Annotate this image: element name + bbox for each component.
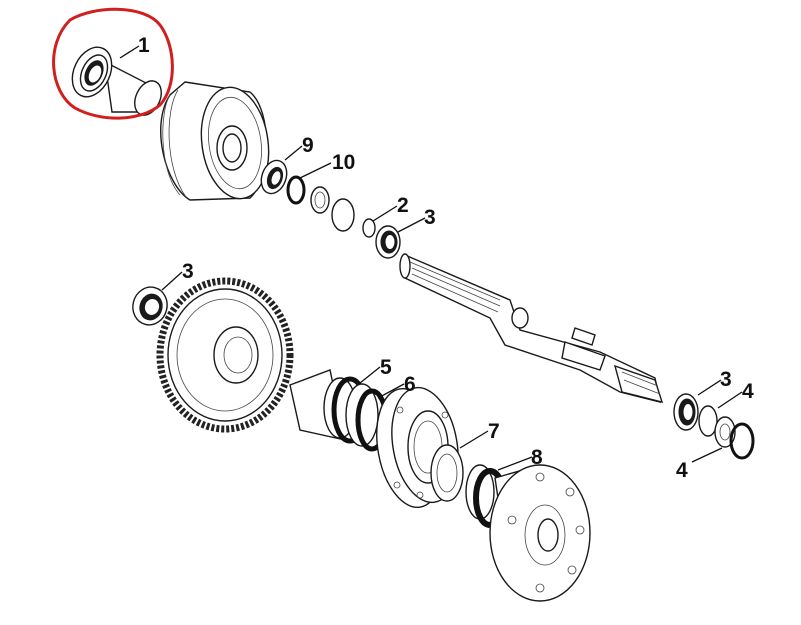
part-4-snap-ring <box>729 422 755 460</box>
part-3-bearing-right <box>673 393 699 431</box>
splined-shaft <box>399 253 664 403</box>
callout-10: 10 <box>332 151 355 174</box>
drum-housing <box>160 81 270 201</box>
part-5-part-6-hub-bearing <box>289 369 389 452</box>
part-9-bearing <box>260 159 288 195</box>
output-flange <box>489 464 591 602</box>
seal-ring <box>331 198 355 232</box>
callout-5: 5 <box>380 356 392 379</box>
callout-2: 2 <box>397 194 409 217</box>
part-10-snap-ring <box>286 175 306 205</box>
part-1-bearing <box>71 46 162 116</box>
callout-3-upper: 3 <box>424 206 436 229</box>
leader-lines <box>119 45 743 471</box>
callout-3-right: 3 <box>720 368 732 391</box>
part-4-ring-a <box>698 405 718 437</box>
callout-labels: 1 9 10 2 3 3 5 6 7 8 3 4 4 <box>138 34 754 482</box>
part-3-bearing-left <box>132 286 168 326</box>
highlight-marker <box>52 7 174 120</box>
part-7-ring <box>430 444 464 502</box>
callout-4-upper: 4 <box>742 380 754 403</box>
callout-9: 9 <box>302 134 314 157</box>
part-2-o-ring <box>362 218 376 238</box>
callout-7: 7 <box>488 420 500 443</box>
callout-8: 8 <box>531 446 543 469</box>
spacer-ring <box>310 186 330 214</box>
part-3-bearing-upper <box>375 225 401 259</box>
callout-3-left: 3 <box>182 260 194 283</box>
callout-6: 6 <box>404 373 416 396</box>
callout-4-lower: 4 <box>676 459 688 482</box>
large-gear <box>156 277 294 433</box>
callout-1: 1 <box>138 34 150 57</box>
